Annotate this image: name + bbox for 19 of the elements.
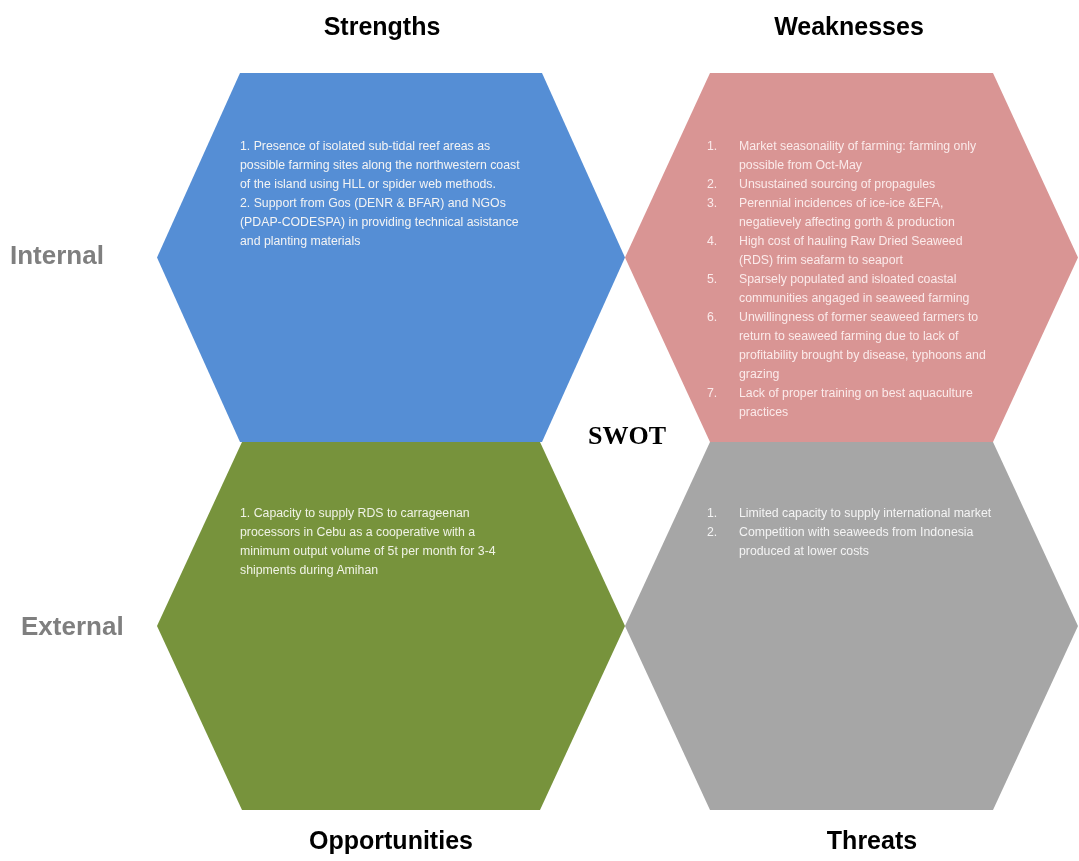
quadrant-heading: Threats bbox=[826, 826, 918, 855]
quadrant-heading: Weaknesses bbox=[774, 12, 924, 41]
list-item: 3. Perennial incidences of ice-ice &EFA, negatievely affecting gorth & production bbox=[707, 195, 956, 231]
list-item: 1. Limited capacity to supply international market bbox=[707, 505, 993, 522]
list-item: 2. Unsustained sourcing of propagules bbox=[707, 176, 937, 193]
row-label: External bbox=[21, 611, 124, 642]
list-item: 1. Capacity to supply RDS to carrageenan processors in Cebu as a cooperative with a minimum output volume of 5t per month for 3-4 shipments during Amihan bbox=[240, 505, 497, 579]
list-item: 1. Presence of isolated sub-tidal reef areas as possible farming sites along the northwestern coast of the island using HLL or spider web methods. bbox=[240, 138, 521, 193]
row-label: Internal bbox=[10, 240, 104, 271]
quadrant-heading: Strengths bbox=[323, 12, 441, 41]
list-item: 2. Support from Gos (DENR & BFAR) and NGOs (PDAP-CODESPA) in providing technical asistance and planting materials bbox=[240, 195, 520, 250]
list-item: 7. Lack of proper training on best aquaculture practices bbox=[707, 385, 974, 421]
list-item: 4. High cost of hauling Raw Dried Seaweed (RDS) frim seafarm to seaport bbox=[707, 233, 964, 269]
quadrant-heading: Opportunities bbox=[309, 826, 473, 855]
list-item: 1. Market seasonaility of farming: farming only possible from Oct-May bbox=[707, 138, 978, 174]
center-title: SWOT bbox=[588, 421, 667, 451]
list-item: 6. Unwillingness of former seaweed farmers to return to seaweed farming due to lack of profitability brought by disease, typhoons and grazing bbox=[707, 309, 987, 383]
list-item: 2. Competition with seaweeds from Indonesia produced at lower costs bbox=[707, 524, 975, 560]
list-item: 5. Sparsely populated and isloated coastal communities angaged in seaweed farming bbox=[707, 271, 971, 307]
